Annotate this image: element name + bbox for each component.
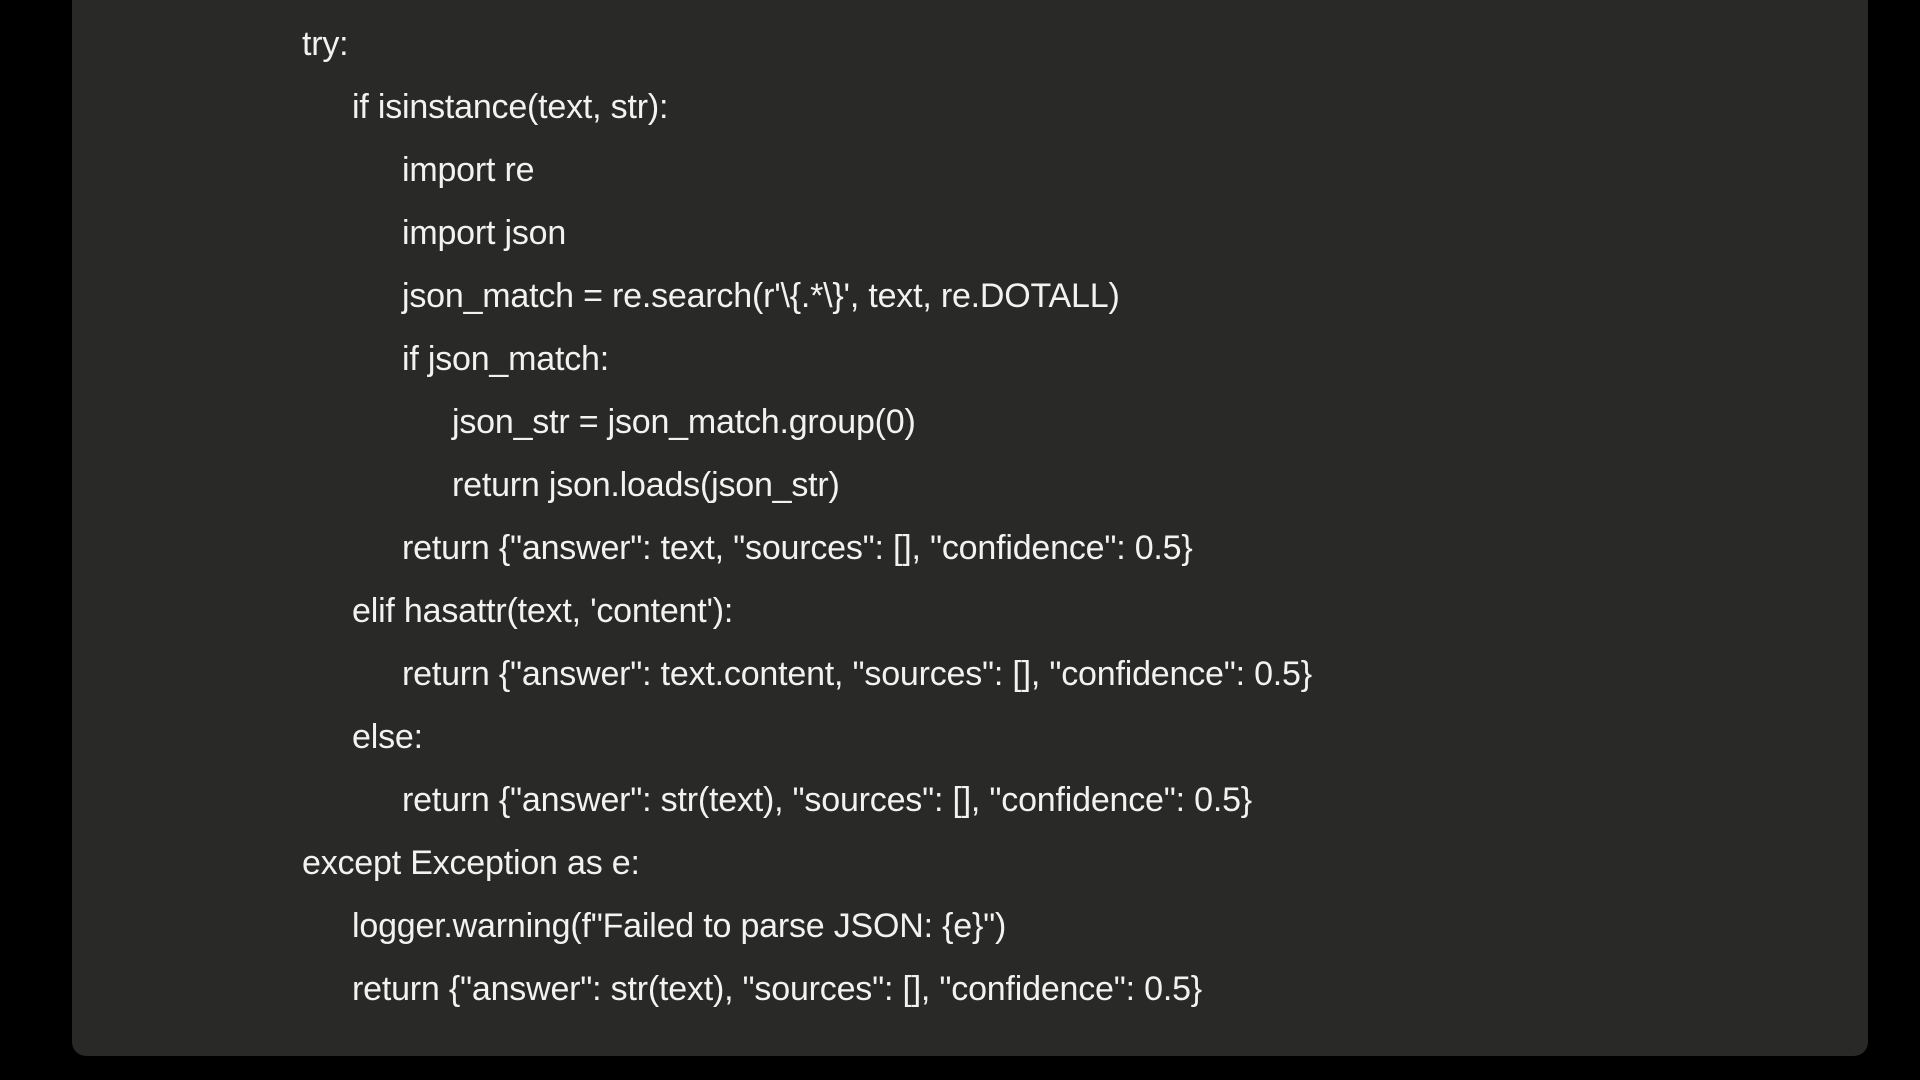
code-line: json_str = json_match.group(0) [452, 403, 916, 441]
code-line: return {"answer": str(text), "sources": … [402, 781, 1252, 819]
code-line: return {"answer": text.content, "sources… [402, 655, 1312, 693]
code-line: return json.loads(json_str) [452, 466, 840, 504]
code-line: try: [302, 25, 349, 63]
code-line: import re [402, 151, 535, 189]
code-line: if isinstance(text, str): [352, 88, 669, 126]
code-line: import json [402, 214, 567, 252]
code-line: else: [352, 718, 423, 756]
code-line: return {"answer": str(text), "sources": … [352, 970, 1202, 1008]
code-line: logger.warning(f"Failed to parse JSON: {… [352, 907, 1007, 945]
code-line: json_match = re.search(r'\{.*\}', text, … [402, 277, 1120, 315]
code-block[interactable]: try:if isinstance(text, str): import re im… [72, 0, 1868, 1021]
code-line: except Exception as e: [302, 844, 640, 882]
code-line: elif hasattr(text, 'content'): [352, 592, 734, 630]
code-line: if json_match: [402, 340, 609, 378]
code-line: return {"answer": text, "sources": [], "… [402, 529, 1193, 567]
code-panel: try:if isinstance(text, str): import re im… [72, 0, 1868, 1056]
